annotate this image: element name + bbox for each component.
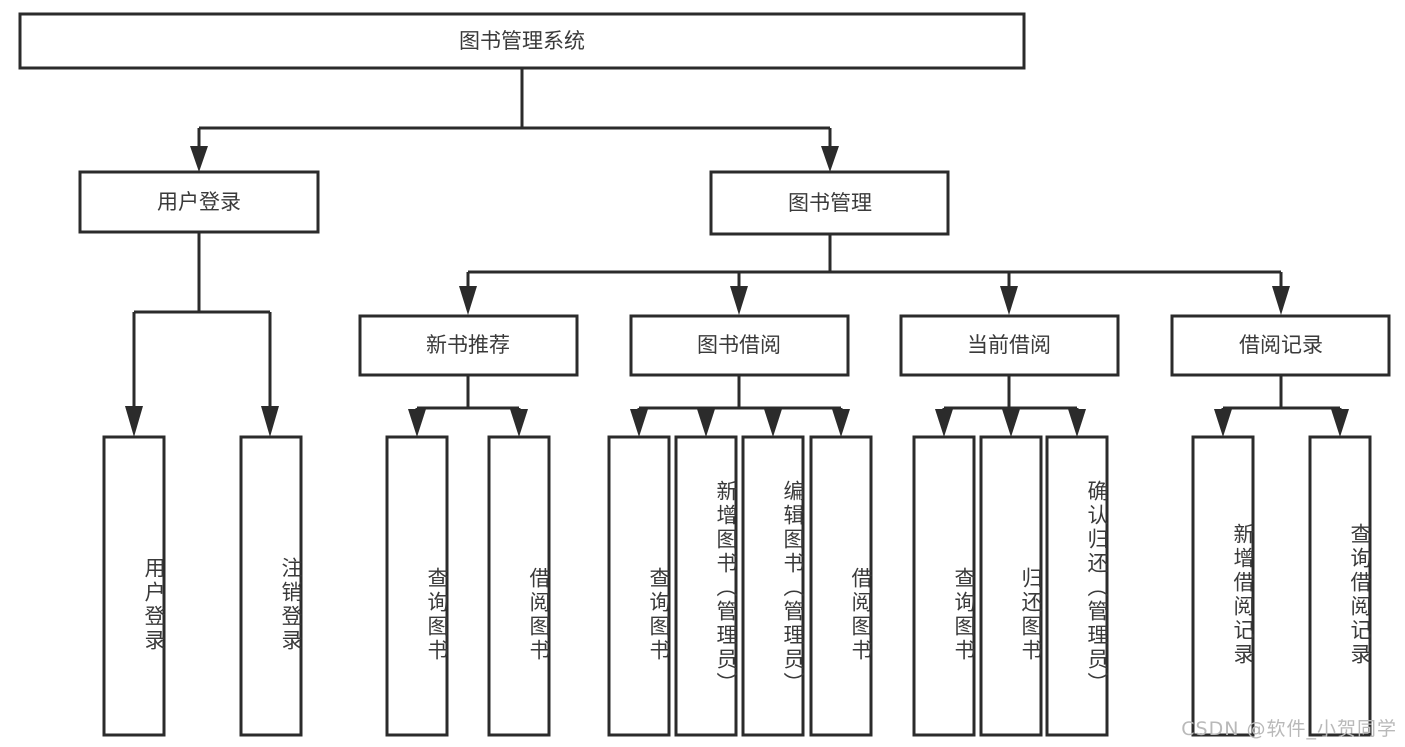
leaf-box-user-login-2[interactable] (239, 435, 303, 737)
leaf-box-new-book-2[interactable] (487, 435, 551, 737)
node-book-borrow-label: 图书借阅 (697, 333, 781, 357)
leaf-box-book-borrow-3[interactable] (741, 435, 805, 737)
node-user-login[interactable]: 用户登录 (78, 170, 320, 234)
node-book-management-label: 图书管理 (788, 191, 872, 215)
leaf-box-current-borrow-3[interactable] (1045, 435, 1109, 737)
leaf-box-current-borrow-1[interactable] (912, 435, 976, 737)
leaf-box-current-borrow-2[interactable] (979, 435, 1043, 737)
node-new-book-recommend[interactable]: 新书推荐 (358, 314, 579, 377)
node-root-label: 图书管理系统 (459, 29, 585, 53)
node-root[interactable]: 图书管理系统 (18, 12, 1026, 70)
leaf-box-book-borrow-1[interactable] (607, 435, 671, 737)
node-user-login-label: 用户登录 (157, 190, 241, 214)
leaf-box-borrow-record-1[interactable] (1191, 435, 1255, 737)
leaf-box-new-book-1[interactable] (385, 435, 449, 737)
node-book-borrow[interactable]: 图书借阅 (629, 314, 850, 377)
connector-bookmgmt-to-level3 (459, 234, 1290, 315)
connector-borrowrecord-to-leaves (1214, 375, 1349, 437)
node-current-borrow[interactable]: 当前借阅 (899, 314, 1120, 377)
csdn-watermark: CSDN @软件_小贺同学 (1181, 718, 1397, 740)
leaf-box-book-borrow-2[interactable] (674, 435, 738, 737)
leaf-box-user-login-1[interactable] (102, 435, 166, 737)
connector-currentborrow-to-leaves (935, 375, 1086, 437)
connector-bookborrow-to-leaves (630, 375, 850, 437)
node-current-borrow-label: 当前借阅 (967, 333, 1051, 357)
connector-userlogin-to-leaves (125, 232, 279, 437)
connector-root-to-level2 (190, 68, 839, 172)
leaf-box-book-borrow-4[interactable] (809, 435, 873, 737)
node-book-management[interactable]: 图书管理 (709, 170, 950, 236)
node-new-book-recommend-label: 新书推荐 (426, 333, 510, 357)
leaf-box-borrow-record-2[interactable] (1308, 435, 1372, 737)
connector-newbook-to-leaves (408, 375, 528, 437)
node-borrow-record-label: 借阅记录 (1239, 333, 1323, 357)
node-borrow-record[interactable]: 借阅记录 (1170, 314, 1391, 377)
